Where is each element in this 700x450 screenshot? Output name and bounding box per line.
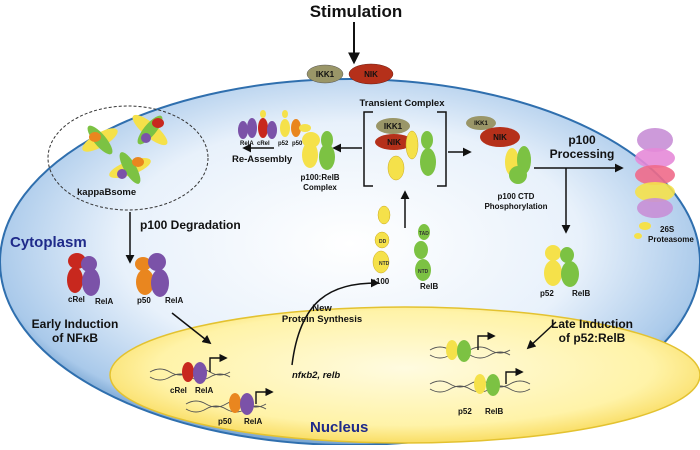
- pc-ikk1-label: IKK1: [474, 121, 488, 127]
- crel-label: cRel: [68, 295, 85, 304]
- p100-ntd: NTD: [379, 261, 390, 267]
- kappabsome-boundary: [47, 105, 209, 211]
- relb-ntd: NTD: [418, 269, 429, 275]
- p100-monomer: NTD DD: [372, 205, 391, 274]
- p100-ctd-label-2: Phosphorylation: [484, 202, 547, 211]
- nuclear-p52-relb-1: [446, 340, 471, 362]
- p100-relb-complex-label-2: Complex: [303, 183, 337, 192]
- ikk1-kinase: IKK1: [306, 64, 344, 84]
- kappabsome-cluster: [82, 114, 168, 184]
- late-induction-arrow: [526, 321, 557, 350]
- crel-rela-dimer: [67, 253, 100, 296]
- rela-label-2: RelA: [165, 296, 183, 305]
- transient-complex: IKK1 NIK: [375, 118, 436, 181]
- p52-label-1: p52: [540, 289, 554, 298]
- kappabsome-label: kappaBsome: [77, 187, 136, 198]
- early-induction-line-1: Early Induction: [32, 317, 119, 331]
- nucleus-region: [109, 306, 700, 444]
- pc-nik-label: NIK: [493, 133, 507, 142]
- new-protein-synthesis-1: New: [312, 303, 332, 314]
- reassembly-dimers: [238, 110, 301, 139]
- phosphorylated-complex: IKK1 NIK: [466, 116, 531, 184]
- proteasome-26s: [634, 128, 675, 239]
- p100-label: p100: [371, 277, 390, 286]
- transient-complex-label: Transient Complex: [360, 98, 446, 109]
- ikk1-label: IKK1: [316, 70, 335, 79]
- early-induction-arrow: [171, 312, 212, 345]
- p100-degradation-label: p100 Degradation: [140, 218, 241, 232]
- relb-tad: TAD: [419, 231, 429, 237]
- reassembly-p50: p50: [292, 141, 303, 147]
- nuc-rela-label-1: RelA: [195, 386, 213, 395]
- late-induction-line-1: Late Induction: [551, 317, 633, 331]
- protein-synthesis-arrow: [291, 278, 380, 366]
- late-induction-line-2: of p52:RelB: [559, 331, 626, 345]
- p50-rela-dimer: [135, 253, 169, 297]
- p100-ctd-label-1: p100 CTD: [498, 192, 535, 201]
- tc-nik-label: NIK: [387, 138, 401, 147]
- reassembly-p52: p52: [278, 141, 289, 147]
- reassembly-label: Re-Assembly: [232, 154, 293, 165]
- p100-relb-complex: [299, 124, 335, 170]
- p100-processing-line-1: p100: [568, 133, 596, 147]
- reassembly-crel: cRel: [257, 141, 270, 147]
- early-induction-line-2: of NFκB: [52, 331, 98, 345]
- p52-relb-dimer: [544, 245, 579, 287]
- relb-label: RelB: [420, 282, 438, 291]
- nuclear-crel-rela: [182, 362, 207, 384]
- nuc-crel-label: cRel: [170, 386, 187, 395]
- nuclear-p50-rela: [229, 393, 254, 415]
- transient-complex-bracket: [363, 111, 447, 187]
- cytoplasm-label: Cytoplasm: [10, 234, 87, 251]
- reassembly-rela: RelA: [240, 141, 254, 147]
- proteasome-label-1: 26S: [660, 225, 675, 234]
- p50-label-1: p50: [137, 296, 151, 305]
- p100-processing-line-2: Processing: [550, 147, 615, 161]
- nucleus-label: Nucleus: [310, 419, 368, 436]
- p100-dd: DD: [379, 239, 387, 245]
- proteasome-label-2: Proteasome: [648, 235, 694, 244]
- nuc-p52-label: p52: [458, 407, 472, 416]
- nik-kinase: NIK: [348, 63, 394, 85]
- genes-label: nfκb2, relb: [292, 370, 340, 381]
- nuc-p50-label: p50: [218, 417, 232, 426]
- nuclear-p52-relb-2: [474, 374, 500, 396]
- rela-label-1: RelA: [95, 297, 113, 306]
- stimulation-title: Stimulation: [310, 2, 403, 21]
- nuc-rela-label-2: RelA: [244, 417, 262, 426]
- new-protein-synthesis-2: Protein Synthesis: [282, 314, 362, 325]
- tc-ikk1-label: IKK1: [384, 122, 403, 131]
- nik-label: NIK: [364, 70, 378, 79]
- relb-label-2: RelB: [572, 289, 590, 298]
- relb-monomer: TAD NTD: [414, 224, 431, 281]
- p100-relb-complex-label-1: p100:RelB: [300, 173, 339, 182]
- nuc-relb-label: RelB: [485, 407, 503, 416]
